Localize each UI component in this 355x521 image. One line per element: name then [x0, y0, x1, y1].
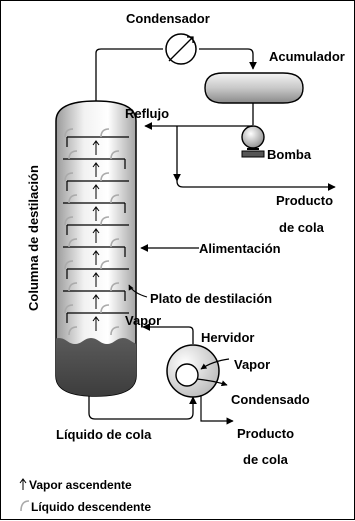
condenser-label: Condensador [126, 11, 210, 26]
column-vapor-label: Vapor [125, 313, 161, 328]
overhead-vapor-line [95, 48, 257, 101]
condensate-label: Condensado [231, 392, 310, 407]
vapor-up-legend-icon [19, 478, 27, 490]
liquid-down-legend-icon [20, 500, 30, 512]
plate-label: Plato de destilación [150, 291, 272, 306]
distillation-trays [63, 136, 129, 323]
accumulator [204, 72, 304, 104]
reboiler-label: Hervidor [201, 330, 254, 345]
steam-label: Vapor [234, 357, 270, 372]
bottom-liquid [56, 338, 136, 396]
accumulator-label: Acumulador [269, 49, 345, 64]
pump-label: Bomba [267, 147, 312, 162]
bottom-product-label-2: de cola [243, 452, 289, 467]
plate-pointer [128, 284, 148, 298]
reflux-label: Reflujo [125, 106, 169, 121]
legend-vapor-label: Vapor ascendente [29, 478, 132, 492]
distillation-column [55, 100, 137, 397]
bottoms-line [88, 396, 197, 420]
legend: Vapor ascendente Líquido descendente [19, 478, 151, 514]
condenser [165, 33, 197, 65]
bottom-product-label: Producto [237, 426, 294, 441]
column-label: Columna de destilación [26, 165, 41, 311]
feed-label: Alimentación [199, 241, 281, 256]
vapor-return-line [142, 323, 194, 344]
legend-liquid-label: Líquido descendente [31, 500, 151, 514]
vapor-up-arrows [92, 140, 100, 331]
liquid-down-hooks [64, 128, 120, 336]
reflux-line [144, 122, 336, 191]
top-product-label: Producto [276, 193, 333, 208]
pump [241, 125, 265, 158]
reboiler-connections [196, 358, 234, 425]
reboiler [166, 344, 220, 398]
bottoms-liquid-label: Líquido de cola [56, 427, 152, 442]
top-product-label-2: de cola [279, 220, 325, 235]
